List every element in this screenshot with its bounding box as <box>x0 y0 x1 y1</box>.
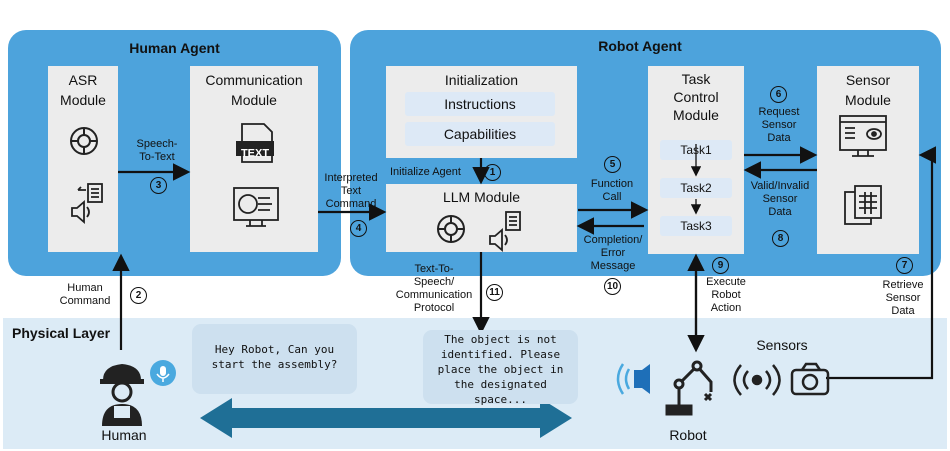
task-control-line2: Control <box>673 89 719 105</box>
step-8-badge: 8 <box>772 230 789 247</box>
step-4-badge: 4 <box>350 220 367 237</box>
completion-line2: Error <box>600 247 626 259</box>
speech-to-text-line1: Speech- <box>136 138 178 150</box>
ai-monitor-icon <box>233 187 279 227</box>
step-10-badge: 10 <box>604 278 621 295</box>
human-worker-icon <box>100 364 144 426</box>
step-3-badge: 3 <box>150 177 167 194</box>
robot-bubble-line4: the designated <box>454 378 547 391</box>
robot-bubble-line1: The object is not <box>444 333 557 346</box>
capabilities-box: Capabilities <box>405 122 555 146</box>
interpreted-line1: Interpreted <box>324 172 378 184</box>
function-call-line1: Function <box>590 178 634 190</box>
tts-line4: Protocol <box>413 302 455 314</box>
task2-box: Task2 <box>660 178 732 198</box>
valid-line1: Valid/Invalid <box>750 180 810 192</box>
step-5-badge: 5 <box>604 156 621 173</box>
retrieve-line1: Retrieve <box>882 279 924 291</box>
step-7-badge: 7 <box>896 257 913 274</box>
step-2-badge: 2 <box>130 287 147 304</box>
speech-to-text-line2: To-Text <box>139 151 175 163</box>
completion-line3: Message <box>590 260 636 272</box>
communication-module: Communication Module <box>190 66 318 252</box>
execute-line2: Robot <box>711 289 741 301</box>
sensor-label-line2: Module <box>845 92 891 108</box>
robot-agent-title: Robot Agent <box>598 38 682 54</box>
human-bubble-line2: start the assembly? <box>211 358 338 371</box>
step-11-badge: 11 <box>486 284 503 301</box>
openai-logo-icon-llm <box>437 215 465 243</box>
retrieve-line2: Sensor <box>885 292 921 304</box>
initialization-title: Initialization <box>444 72 519 88</box>
request-line3: Data <box>767 132 791 144</box>
human-agent-title: Human Agent <box>129 40 220 56</box>
instructions-box: Instructions <box>405 92 555 116</box>
request-line1: Request <box>758 106 800 118</box>
llm-title: LLM Module <box>442 189 521 205</box>
execute-line3: Action <box>710 302 742 314</box>
human-speech-bubble: Hey Robot, Can you start the assembly? <box>192 324 357 394</box>
valid-line3: Data <box>768 206 792 218</box>
communication-label-line1: Communication <box>205 72 303 88</box>
robot-label: Robot <box>669 427 707 443</box>
tts-line1: Text-To- <box>414 263 454 275</box>
task3-box: Task3 <box>660 216 732 236</box>
completion-line1: Completion/ <box>583 234 643 246</box>
robot-bubble-line3: place the object in <box>437 363 564 376</box>
sensor-module: Sensor Module <box>817 66 919 254</box>
human-label: Human <box>101 427 147 443</box>
llm-module: LLM Module <box>386 184 577 252</box>
asr-label-line1: ASR <box>68 72 98 88</box>
interpreted-line3: Command <box>325 198 377 210</box>
physical-layer-title: Physical Layer <box>12 325 111 341</box>
valid-line2: Sensor <box>762 193 798 205</box>
robot-bubble-line2: identified. Please <box>440 348 561 361</box>
speaker-icon <box>616 363 650 395</box>
initialize-agent-label: Initialize Agent <box>390 166 461 178</box>
microphone-icon <box>150 360 176 386</box>
step-6-badge: 6 <box>770 86 787 103</box>
robot-arm-icon <box>665 360 713 416</box>
step-1-badge: 1 <box>484 164 501 181</box>
sensors-label: Sensors <box>756 337 808 353</box>
camera-icon <box>790 362 830 396</box>
robot-bubble-line5: space... <box>474 393 527 406</box>
tts-line3: Communication <box>395 289 473 301</box>
human-bubble-line1: Hey Robot, Can you <box>214 343 335 356</box>
arrow-camera-to-sensor <box>826 146 937 380</box>
speech-document-icon-asr <box>71 183 103 224</box>
sensor-label-line1: Sensor <box>845 72 891 88</box>
human-command-line2: Command <box>59 295 111 307</box>
dashboard-monitor-icon <box>839 115 887 157</box>
wireless-signal-icon <box>733 364 781 396</box>
double-arrow <box>200 398 572 438</box>
execute-line1: Execute <box>706 276 746 288</box>
openai-logo-icon-asr <box>70 127 98 155</box>
communication-label-line2: Module <box>231 92 277 108</box>
text-icon-label: TEXT <box>241 148 269 160</box>
task-control-line3: Module <box>673 107 719 123</box>
tts-line2: Speech/ <box>413 276 455 288</box>
interpreted-line2: Text <box>340 185 362 197</box>
human-command-line1: Human <box>67 282 103 294</box>
step-9-badge: 9 <box>712 257 729 274</box>
task-control-line1: Task <box>681 71 711 87</box>
asr-label-line2: Module <box>60 92 106 108</box>
spreadsheet-documents-icon <box>844 185 882 225</box>
retrieve-line3: Data <box>891 305 915 317</box>
speech-document-icon-llm <box>489 211 521 252</box>
function-call-line2: Call <box>602 191 622 203</box>
request-line2: Sensor <box>761 119 797 131</box>
robot-speech-bubble: The object is not identified. Please pla… <box>423 330 578 406</box>
text-file-icon <box>236 123 274 163</box>
